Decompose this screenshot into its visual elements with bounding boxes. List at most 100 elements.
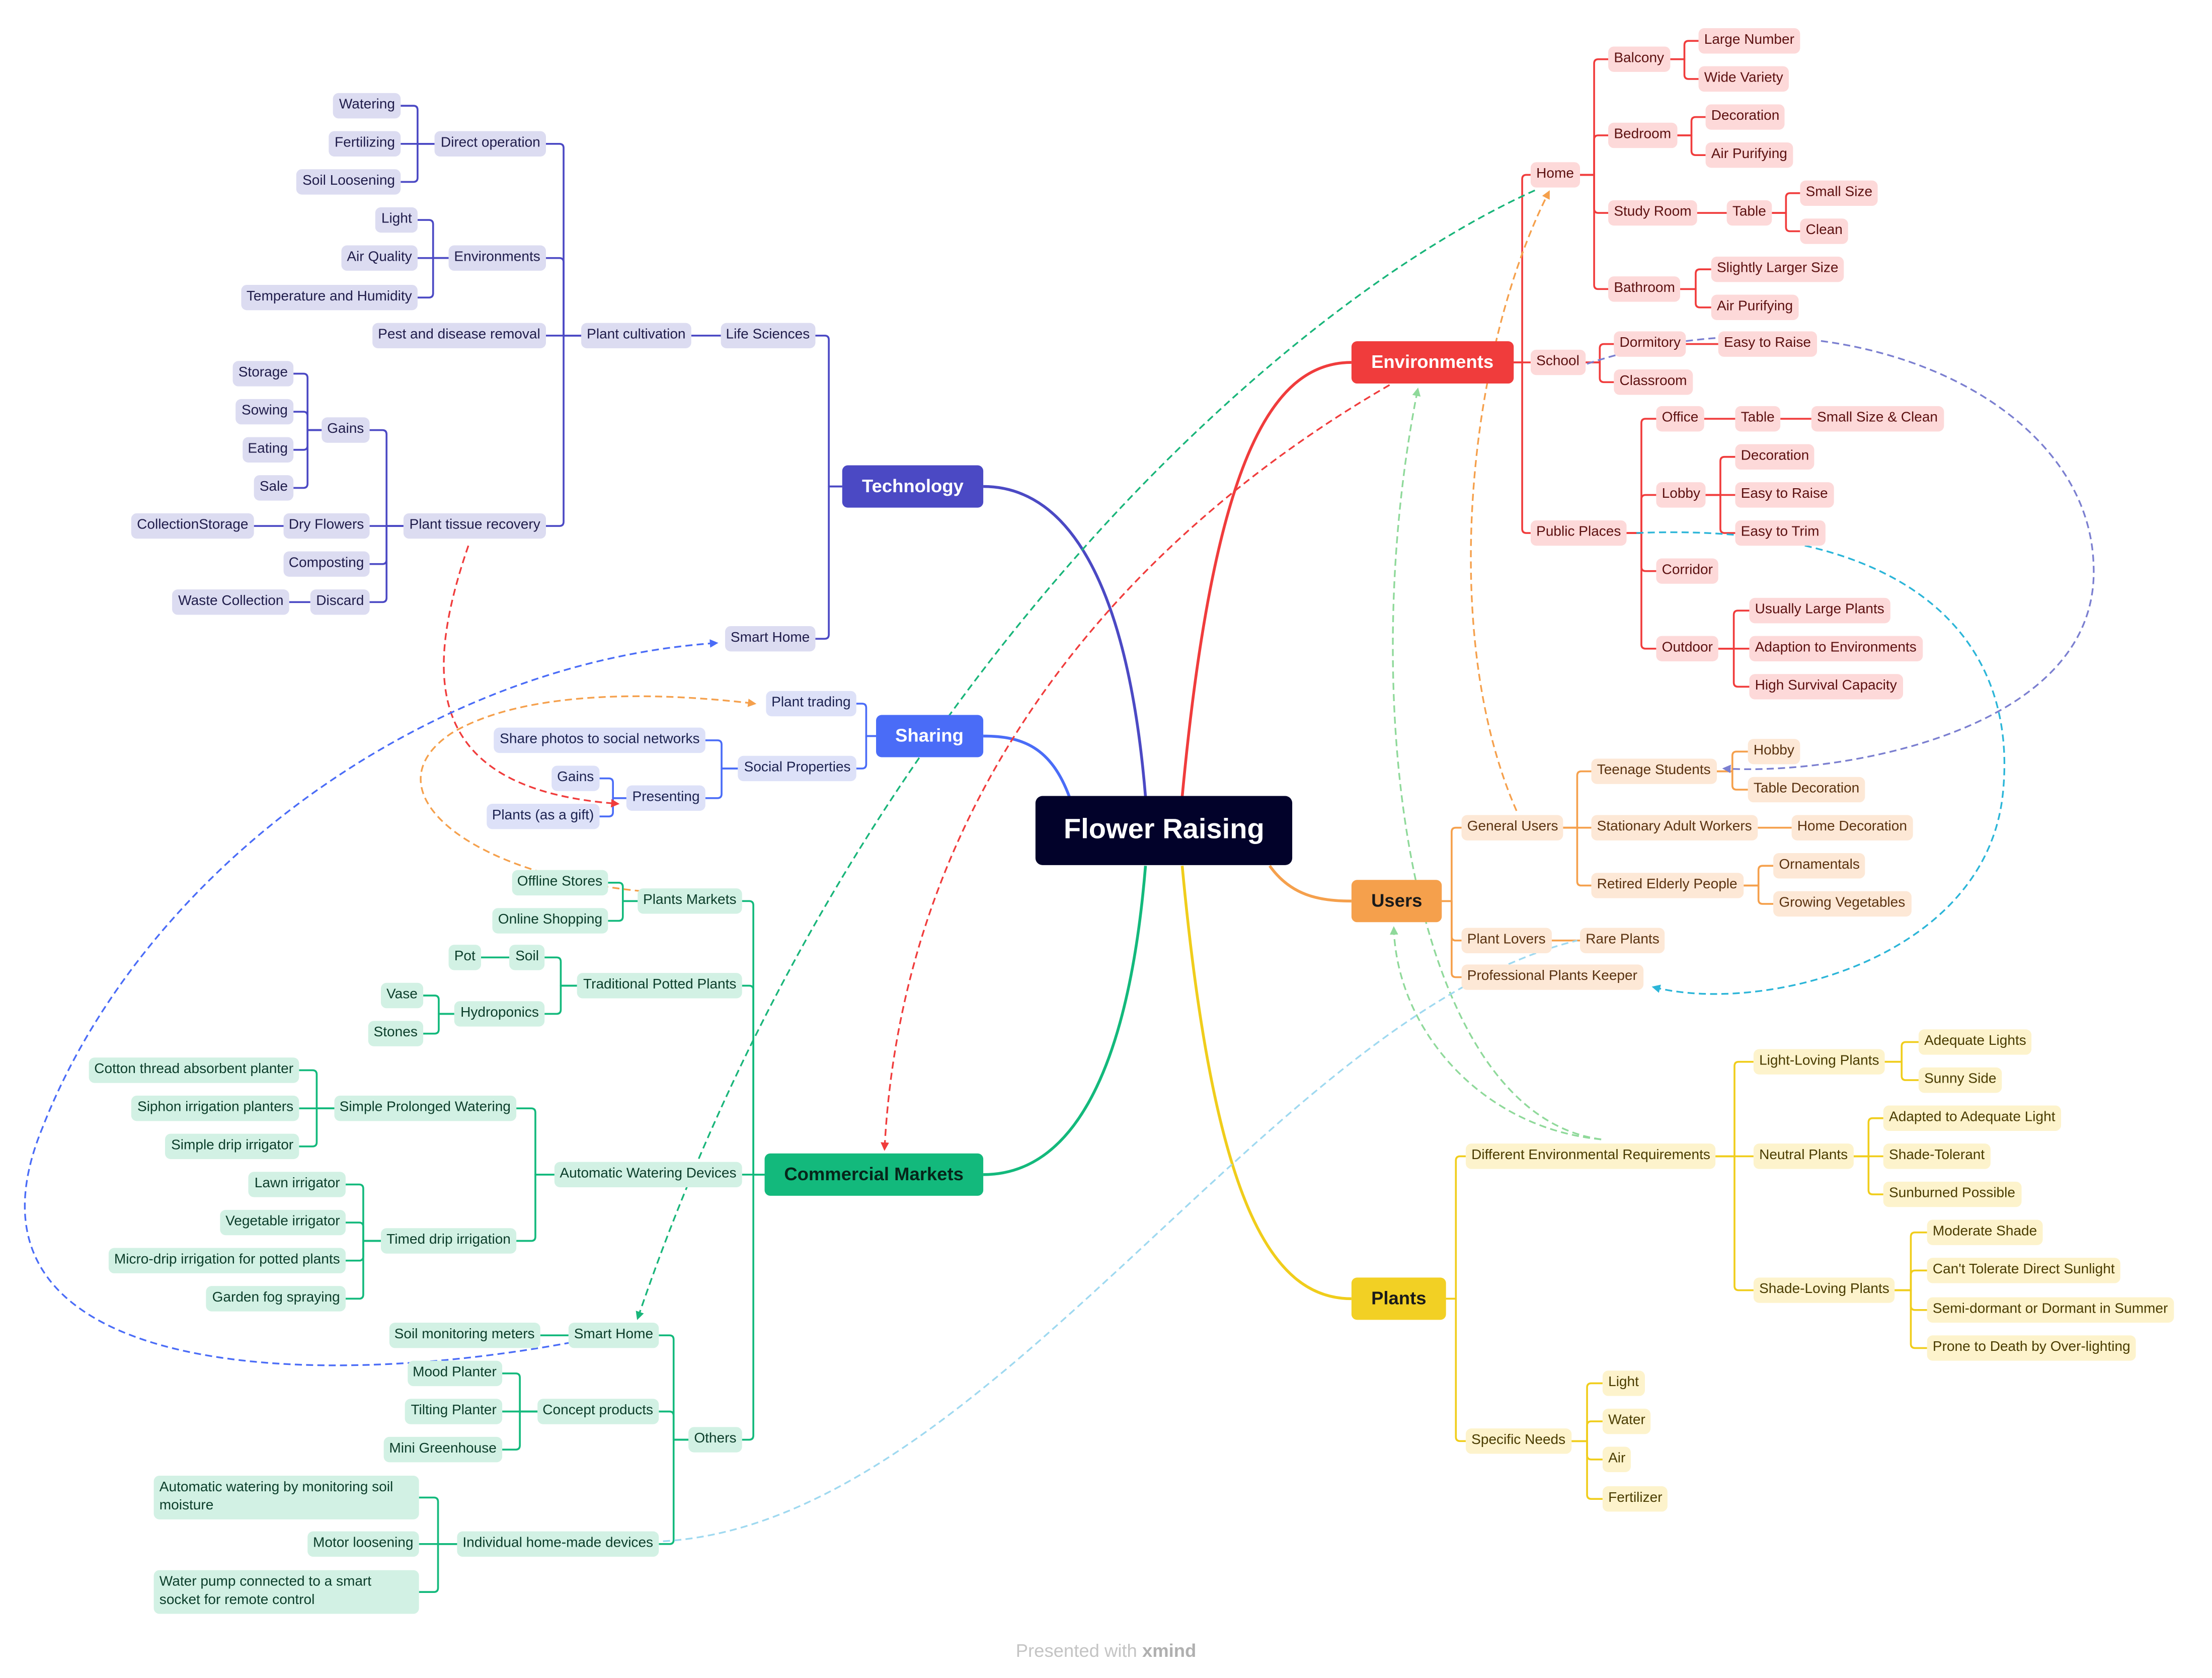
topic-c-tpp[interactable]: Traditional Potted Plants [577, 973, 742, 999]
topic-users[interactable]: Users [1351, 880, 1442, 923]
topic-c-micro[interactable]: Micro-drip irrigation for potted plants [108, 1248, 346, 1273]
topic-s-social[interactable]: Social Properties [738, 755, 856, 782]
topic-t-eat[interactable]: Eating [242, 437, 294, 463]
topic-plants[interactable]: Plants [1351, 1277, 1446, 1320]
topic-e-deco[interactable]: Decoration [1705, 104, 1785, 130]
topic-p-semi[interactable]: Semi-dormant or Dormant in Summer [1927, 1297, 2174, 1323]
topic-c-soil[interactable]: Soil [509, 945, 545, 970]
topic-c-pot[interactable]: Pot [448, 945, 482, 970]
topic-e-balc[interactable]: Balcony [1608, 46, 1670, 72]
topic-e-lobby[interactable]: Lobby [1656, 482, 1706, 508]
topic-u-ret[interactable]: Retired Elderly People [1591, 873, 1743, 898]
topic-c-cot[interactable]: Cotton thread absorbent planter [89, 1057, 299, 1083]
topic-c-mini[interactable]: Mini Greenhouse [383, 1436, 503, 1463]
topic-t-light[interactable]: Light [375, 207, 418, 233]
topic-s-gift[interactable]: Plants (as a gift) [486, 803, 600, 829]
topic-c-auto[interactable]: Automatic watering by monitoring soil mo… [153, 1475, 419, 1519]
topic-c-tdi[interactable]: Timed drip irrigation [380, 1228, 517, 1254]
topic-u-hdeco[interactable]: Home Decoration [1791, 815, 1913, 841]
topic-u-pro[interactable]: Professional Plants Keeper [1461, 964, 1643, 990]
topic-e-ssc[interactable]: Small Size & Clean [1811, 406, 1944, 432]
topic-t-air[interactable]: Air Quality [341, 245, 418, 271]
topic-u-rare[interactable]: Rare Plants [1580, 928, 1665, 953]
topic-e-school[interactable]: School [1530, 349, 1586, 375]
topic-c-mood[interactable]: Mood Planter [407, 1360, 503, 1387]
topic-e-trim[interactable]: Easy to Trim [1735, 520, 1825, 546]
topic-e-airp2[interactable]: Air Purifying [1711, 294, 1799, 320]
topic-c-hyd[interactable]: Hydroponics [454, 1001, 545, 1027]
topic-s-present[interactable]: Presenting [626, 785, 705, 811]
topic-e-home[interactable]: Home [1530, 162, 1580, 188]
topic-c-veg[interactable]: Vegetable irrigator [219, 1209, 346, 1236]
topic-t-do[interactable]: Direct operation [435, 131, 546, 157]
topic-c-motor[interactable]: Motor loosening [307, 1531, 419, 1557]
topic-e-office[interactable]: Office [1656, 406, 1704, 432]
topic-u-hobby[interactable]: Hobby [1748, 739, 1800, 765]
topic-c-vase[interactable]: Vase [380, 982, 424, 1009]
topic-u-teen[interactable]: Teenage Students [1591, 758, 1716, 784]
topic-e-out[interactable]: Outdoor [1656, 636, 1719, 661]
topic-e-bed[interactable]: Bedroom [1608, 122, 1677, 148]
topic-t-sow[interactable]: Sowing [235, 399, 294, 425]
topic-e-adapt[interactable]: Adaption to Environments [1749, 636, 1922, 661]
topic-e-corr[interactable]: Corridor [1656, 558, 1719, 584]
topic-p-sp[interactable]: Sunburned Possible [1883, 1181, 2021, 1207]
topic-e-easy2[interactable]: Easy to Raise [1735, 482, 1834, 508]
topic-u-orn[interactable]: Ornamentals [1773, 853, 1866, 879]
topic-t-pest[interactable]: Pest and disease removal [372, 323, 546, 349]
topic-p-np[interactable]: Neutral Plants [1753, 1143, 1854, 1169]
topic-p-light[interactable]: Light [1602, 1370, 1645, 1396]
topic-e-pub[interactable]: Public Places [1530, 520, 1627, 546]
topic-t-env[interactable]: Environments [448, 245, 546, 271]
topic-env[interactable]: Environments [1351, 341, 1514, 384]
topic-p-ctds[interactable]: Can't Tolerate Direct Sunlight [1927, 1258, 2120, 1283]
topic-c-spw[interactable]: Simple Prolonged Watering [334, 1095, 517, 1121]
topic-u-gen[interactable]: General Users [1461, 815, 1564, 841]
topic-p-spec[interactable]: Specific Needs [1465, 1428, 1571, 1454]
topic-t-soil[interactable]: Soil Loosening [296, 169, 401, 195]
topic-tech[interactable]: Technology [842, 465, 984, 508]
topic-t-comp[interactable]: Composting [283, 551, 370, 577]
topic-e-clean[interactable]: Clean [1800, 218, 1849, 244]
topic-p-st[interactable]: Shade-Tolerant [1883, 1143, 1991, 1169]
topic-e-study[interactable]: Study Room [1608, 200, 1697, 226]
topic-c-pump[interactable]: Water pump connected to a smart socket f… [153, 1570, 419, 1614]
topic-s-photos[interactable]: Share photos to social networks [494, 727, 705, 753]
topic-u-stat[interactable]: Stationary Adult Workers [1591, 815, 1758, 841]
topic-t-gains[interactable]: Gains [321, 417, 370, 443]
topic-t-pc[interactable]: Plant cultivation [581, 323, 691, 349]
topic-p-prone[interactable]: Prone to Death by Over-lighting [1927, 1335, 2136, 1361]
topic-p-aal[interactable]: Adapted to Adequate Light [1883, 1105, 2061, 1131]
topic-u-veg[interactable]: Growing Vegetables [1773, 891, 1911, 917]
topic-p-air[interactable]: Air [1602, 1446, 1631, 1472]
topic-p-ll[interactable]: Light-Loving Plants [1753, 1049, 1885, 1075]
topic-s-gains[interactable]: Gains [551, 766, 600, 791]
topic-e-table2[interactable]: Table [1735, 406, 1780, 432]
topic-e-bath[interactable]: Bathroom [1608, 276, 1681, 302]
topic-c-off[interactable]: Offline Stores [511, 870, 608, 896]
topic-c-fog[interactable]: Garden fog spraying [206, 1286, 346, 1312]
topic-e-small[interactable]: Small Size [1800, 180, 1878, 206]
topic-c-smm[interactable]: Soil monitoring meters [388, 1322, 540, 1348]
topic-t-dry[interactable]: Dry Flowers [283, 513, 370, 539]
topic-c-sh[interactable]: Smart Home [568, 1322, 659, 1348]
topic-t-disc[interactable]: Discard [310, 589, 370, 615]
topic-t-waste[interactable]: Waste Collection [172, 589, 289, 615]
topic-t-sh[interactable]: Smart Home [725, 626, 816, 652]
topic-e-easy[interactable]: Easy to Raise [1718, 331, 1817, 357]
topic-e-dorm[interactable]: Dormitory [1614, 331, 1687, 357]
topic-c-tilt[interactable]: Tilting Planter [405, 1399, 503, 1424]
topic-e-slight[interactable]: Slightly Larger Size [1711, 256, 1844, 282]
topic-t-fert[interactable]: Fertilizing [329, 131, 401, 157]
topic-t-water[interactable]: Watering [333, 93, 401, 119]
central-topic[interactable]: Flower Raising [1035, 796, 1293, 865]
topic-c-concept[interactable]: Concept products [537, 1399, 659, 1424]
topic-t-ptr[interactable]: Plant tissue recovery [404, 513, 546, 539]
topic-c-sdrip[interactable]: Simple drip irrigator [165, 1133, 299, 1159]
topic-t-stor[interactable]: Storage [232, 361, 294, 387]
topic-t-coll[interactable]: CollectionStorage [131, 513, 254, 539]
topic-c-awd[interactable]: Automatic Watering Devices [554, 1162, 742, 1188]
topic-c-oth[interactable]: Others [688, 1427, 742, 1453]
topic-c-ind[interactable]: Individual home-made devices [457, 1531, 659, 1557]
topic-c-lawn[interactable]: Lawn irrigator [249, 1172, 346, 1197]
